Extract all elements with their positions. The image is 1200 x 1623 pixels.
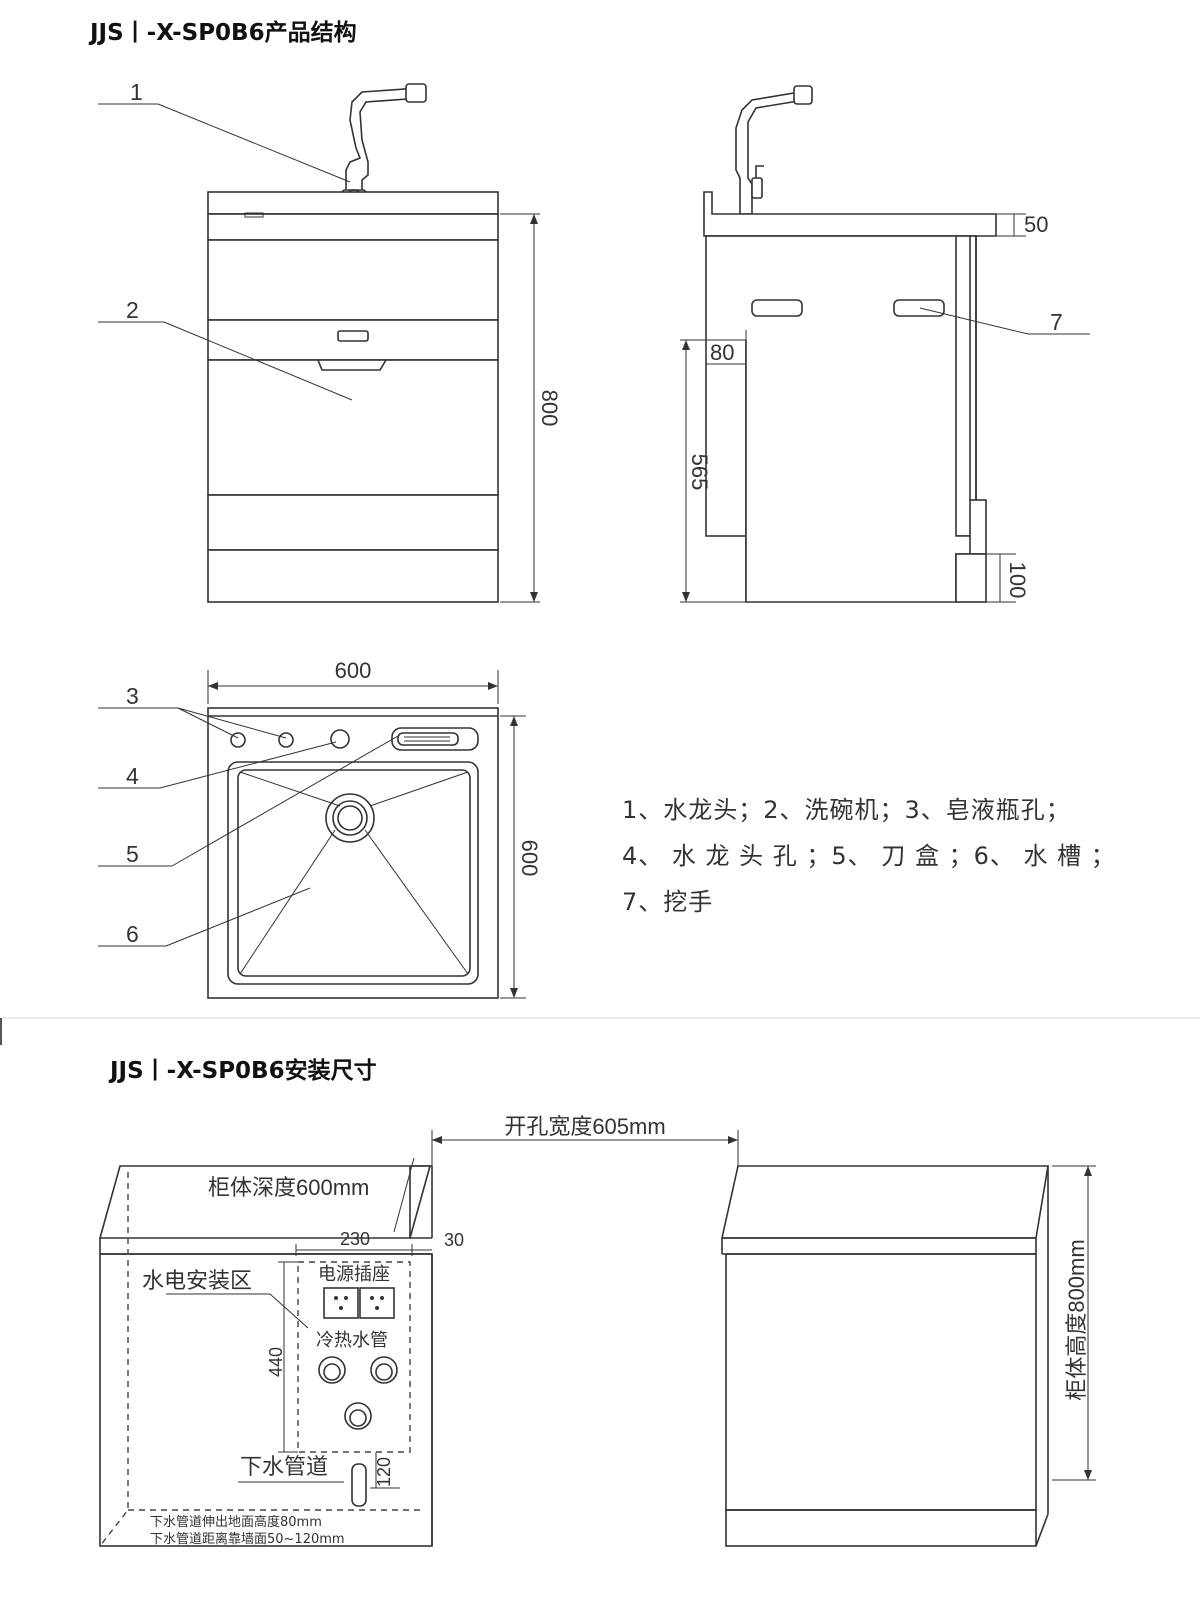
- pipes-label: 冷热水管: [316, 1330, 388, 1350]
- faucet: [341, 83, 427, 211]
- socket-2: [359, 1287, 395, 1319]
- top-view: 600 600 3 4 5 6: [98, 658, 542, 999]
- sink: [227, 761, 479, 985]
- front-lower-panel: [207, 494, 499, 551]
- dishwasher-control-strip: [207, 319, 499, 361]
- install-title: JJS丨-X-SP0B6安装尺寸: [108, 1057, 377, 1084]
- callout-3: 3: [126, 683, 139, 709]
- power-socket-label: 电源插座: [318, 1264, 390, 1284]
- soap-hole-2: [278, 732, 294, 748]
- legend: 1、水龙头；2、洗碗机；3、皂液瓶孔； 4、 水 龙 头 孔 ；5、 刀 盒 ；…: [622, 796, 1116, 916]
- front-kick-plate: [207, 549, 499, 603]
- zone-label: 水电安装区: [142, 1268, 252, 1293]
- front-countertop: [207, 191, 499, 215]
- dim-zone-offset: 30: [444, 1230, 464, 1250]
- dim-zone-width: 230: [340, 1229, 370, 1249]
- side-countertop: [703, 191, 997, 237]
- note-drain-distance: 下水管道距离靠墙面50~120mm: [150, 1531, 345, 1547]
- callout-2: 2: [126, 297, 139, 323]
- dim-opening-width: 开孔宽度605mm: [504, 1114, 665, 1139]
- drain-outlet: [344, 1402, 372, 1430]
- right-cabinet-top: [721, 1165, 1049, 1239]
- soap-hole-1: [230, 732, 246, 748]
- drain-label: 下水管道: [240, 1454, 328, 1479]
- structure-title: JJS丨-X-SP0B6产品结构: [88, 19, 357, 46]
- dim-side-565: 565: [687, 454, 712, 491]
- knife-box: [391, 727, 479, 751]
- side-handle-left: [751, 299, 803, 317]
- callout-4: 4: [126, 763, 139, 789]
- front-apron: [207, 213, 499, 241]
- note-drain-height: 下水管道伸出地面高度80mm: [150, 1514, 322, 1530]
- hot-water-pipe: [370, 1356, 398, 1384]
- install-view: 开孔宽度605mm 柜体深度600mm 柜体高度800mm 水电安装区 230 …: [98, 1114, 1096, 1547]
- callout-6: 6: [126, 921, 139, 947]
- dim-cabinet-height: 柜体高度800mm: [1064, 1239, 1089, 1400]
- legend-line-2: 4、 水 龙 头 孔 ；5、 刀 盒 ；6、 水 槽 ；: [622, 842, 1116, 870]
- right-cabinet-kick: [725, 1509, 1037, 1547]
- legend-line-3: 7、挖手: [622, 888, 713, 916]
- dishwasher-door: [207, 359, 499, 496]
- callout-7: 7: [1050, 309, 1063, 335]
- faucet-hole: [330, 729, 350, 749]
- cold-water-pipe: [318, 1356, 346, 1384]
- callout-1: 1: [130, 79, 143, 105]
- socket-1: [323, 1287, 359, 1319]
- install-zone: [297, 1261, 411, 1453]
- dim-side-80: 80: [710, 340, 734, 365]
- dim-top-width: 600: [335, 658, 372, 683]
- dim-side-top: 50: [1024, 212, 1048, 237]
- dim-side-100: 100: [1005, 562, 1030, 599]
- dim-drain-height: 120: [374, 1457, 394, 1487]
- dim-zone-height: 440: [266, 1347, 286, 1377]
- dim-front-height: 800: [537, 390, 562, 427]
- sink-drain: [325, 793, 375, 843]
- legend-line-1: 1、水龙头；2、洗碗机；3、皂液瓶孔；: [622, 796, 1071, 824]
- dim-top-depth: 600: [517, 840, 542, 877]
- drain-pipe: [351, 1463, 367, 1507]
- front-upper-panel: [207, 239, 499, 321]
- front-view: 800 1 2: [98, 79, 562, 603]
- side-view: 50 80 565 100 7: [680, 85, 1090, 603]
- side-handle-right: [893, 299, 945, 317]
- callout-5: 5: [126, 841, 139, 867]
- right-cabinet-door: [725, 1253, 1037, 1511]
- dim-cabinet-depth: 柜体深度600mm: [208, 1175, 369, 1200]
